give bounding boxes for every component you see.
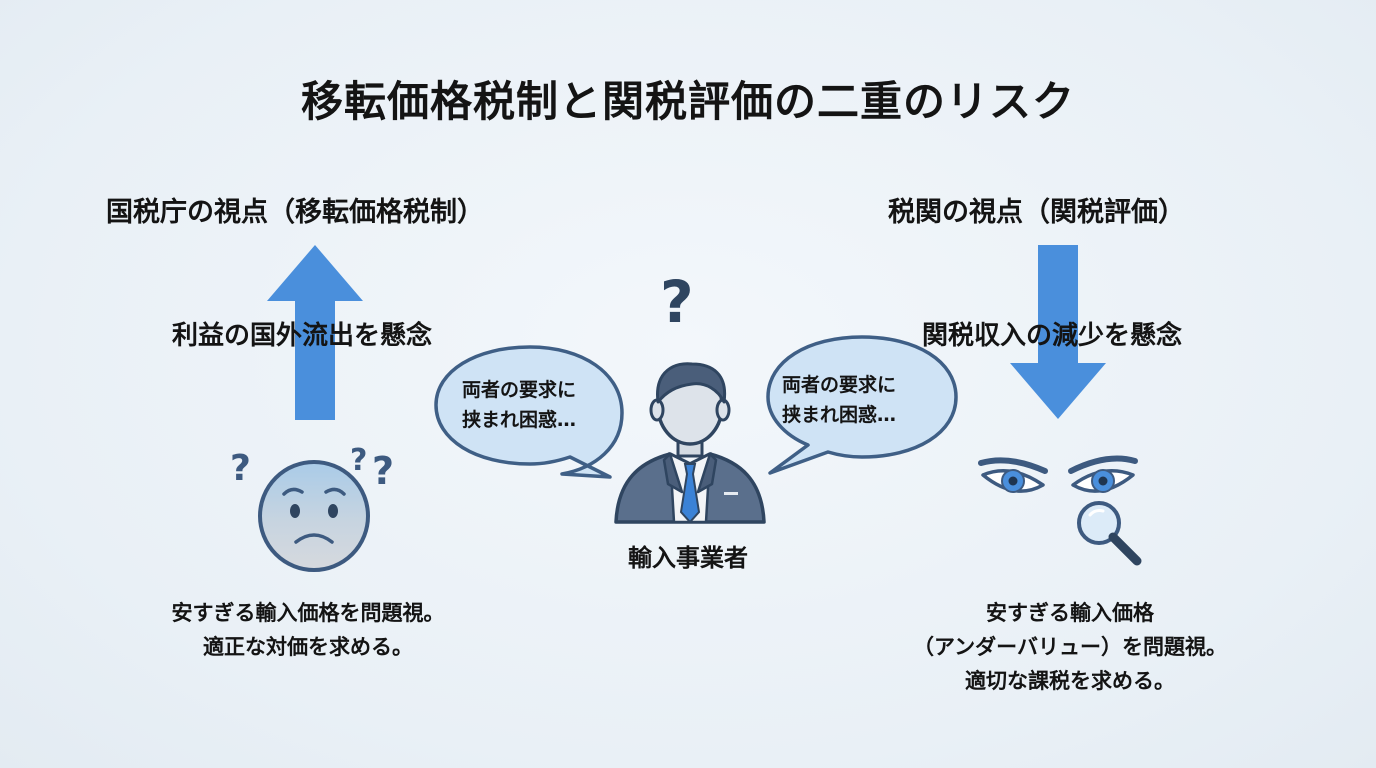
right-concern: 関税収入の減少を懸念 <box>922 321 1183 351</box>
up-arrow-icon <box>267 245 363 420</box>
question-mark-icon: ? <box>660 268 694 336</box>
right-desc-line1: 安すぎる輸入価格 <box>986 601 1154 625</box>
scrutinizing-eyes-magnifier-icon <box>978 455 1142 566</box>
right-desc-line2: （アンダーバリュー）を問題視。 <box>913 635 1227 659</box>
left-heading: 国税庁の視点（移転価格税制） <box>106 197 484 228</box>
right-description: 安すぎる輸入価格 （アンダーバリュー）を問題視。 適切な課税を求める。 <box>860 596 1280 698</box>
svg-text:?: ? <box>230 448 251 489</box>
left-concern: 利益の国外流出を懸念 <box>172 321 433 351</box>
right-heading: 税関の視点（関税評価） <box>888 197 1185 228</box>
left-description: 安すぎる輸入価格を問題視。 適正な対価を求める。 <box>128 596 488 664</box>
speech-bubble-left <box>434 345 624 479</box>
speech-bubble-right <box>766 335 958 475</box>
left-desc-line1: 安すぎる輸入価格を問題視。 <box>171 601 445 625</box>
page-title: 移転価格税制と関税評価の二重のリスク <box>300 77 1075 126</box>
right-desc-line3: 適切な課税を求める。 <box>965 669 1175 693</box>
confused-face-icon: ? ? ? <box>230 443 394 572</box>
bubble-right-text: 両者の要求に 挟まれ困惑… <box>782 374 897 426</box>
businessman-icon <box>614 362 766 524</box>
down-arrow-icon <box>1010 245 1106 419</box>
svg-text:?: ? <box>372 449 394 493</box>
importer-label: 輸入事業者 <box>628 544 748 572</box>
left-desc-line2: 適正な対価を求める。 <box>203 635 413 659</box>
bubble-left-text: 両者の要求に 挟まれ困惑… <box>462 379 577 431</box>
svg-text:?: ? <box>350 443 367 478</box>
